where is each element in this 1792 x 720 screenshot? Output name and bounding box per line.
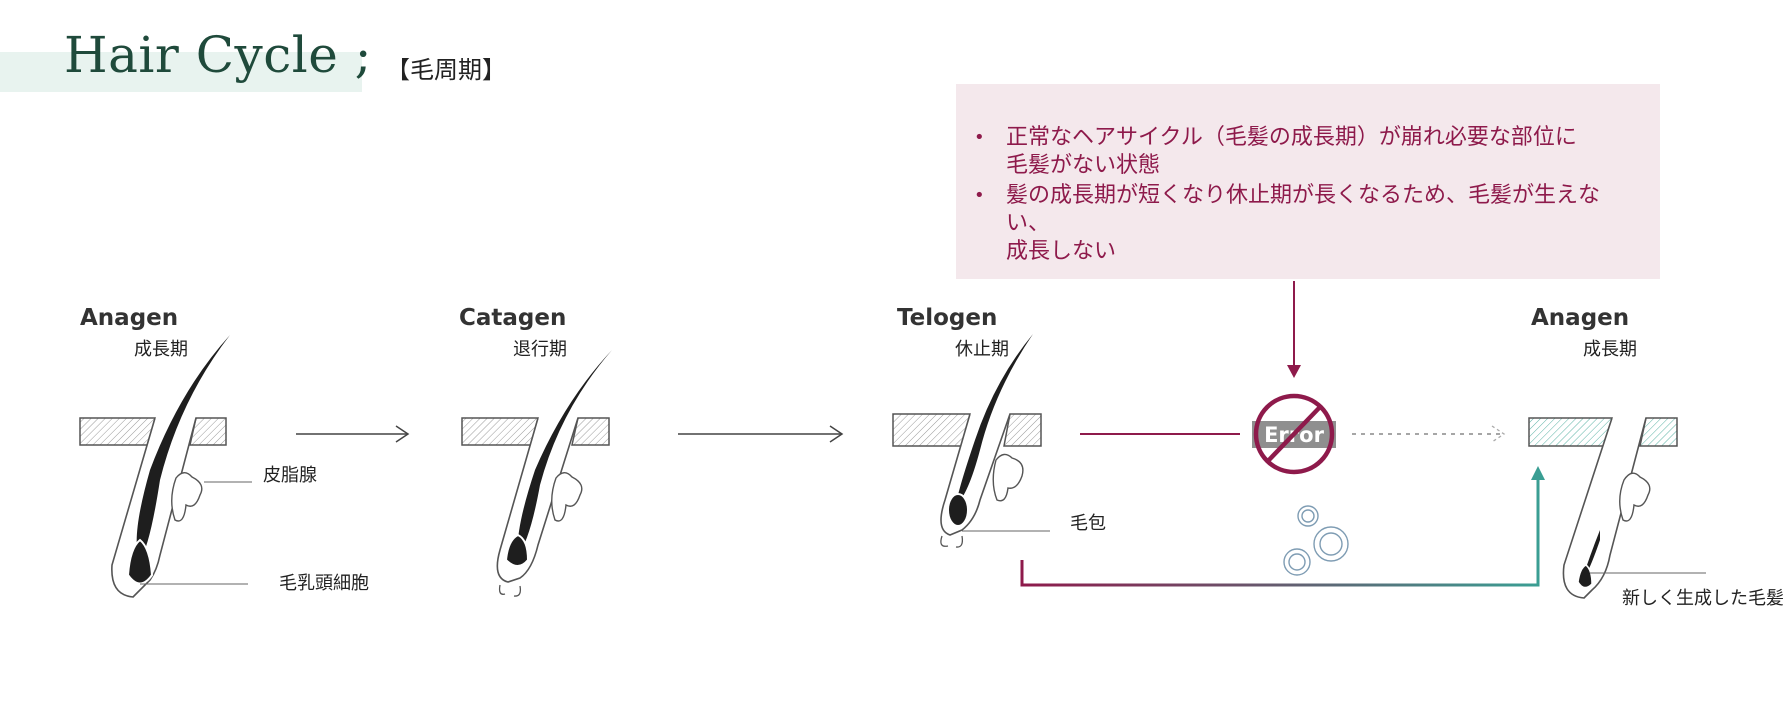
follicle-anagen-1: [79, 335, 252, 598]
error-connector: [1080, 281, 1506, 443]
note-bullet-1: 正常なヘアサイクル（毛髪の成長期）が崩れ必要な部位に 毛髪がない状態: [974, 124, 1640, 180]
papilla-3: [940, 535, 964, 548]
arrow-1-to-2: [296, 425, 410, 443]
bubbles-icon: [1283, 505, 1349, 576]
note-box: 正常なヘアサイクル（毛髪の成長期）が崩れ必要な部位に 毛髪がない状態 髪の成長期…: [956, 84, 1660, 279]
hair-shaft-1: [136, 335, 230, 560]
hair-bulb-2: [504, 533, 530, 567]
skin-left-4: [1528, 417, 1613, 447]
sebaceous-gland-3: [992, 453, 1024, 502]
page-subtitle: 【毛周期】: [386, 56, 506, 84]
skin-left-1: [79, 417, 156, 446]
skin-left-3: [892, 413, 971, 447]
callout-new-hair: 新しく生成した毛髪: [1622, 588, 1784, 609]
skin-right-4: [1639, 417, 1678, 447]
arrow-2-to-3: [678, 425, 844, 443]
stage-4-name: Anagen: [1531, 305, 1630, 331]
error-badge: Error: [1252, 393, 1336, 475]
note-line-1a: 正常なヘアサイクル（毛髪の成長期）が崩れ必要な部位に: [1006, 125, 1577, 150]
note-bullet-2: 髪の成長期が短くなり休止期が長くなるため、毛髪が生えない、 成長しない: [974, 182, 1640, 266]
note-line-1b: 毛髪がない状態: [1006, 153, 1161, 178]
note-line-2a: 髪の成長期が短くなり休止期が長くなるため、毛髪が生えない、: [1006, 183, 1601, 236]
stage-1-name: Anagen: [80, 305, 179, 331]
hair-club-3: [947, 493, 969, 527]
callout-sebaceous-gland: 皮脂腺: [263, 465, 317, 486]
stage-1-jp: 成長期: [134, 339, 188, 360]
follicle-anagen-2: [1528, 417, 1706, 599]
stage-3-name: Telogen: [897, 305, 998, 331]
follicle-outline-4: [1562, 417, 1647, 599]
skin-left-2: [461, 417, 539, 446]
page-title: Hair Cycle ;: [64, 26, 373, 84]
follicle-catagen: [461, 350, 612, 597]
skin-right-2: [571, 417, 610, 446]
sebaceous-gland-4: [1619, 472, 1651, 522]
hair-shaft-3: [956, 334, 1033, 505]
stage-2-name: Catagen: [459, 305, 567, 331]
title-band: [0, 52, 362, 92]
sebaceous-gland-1: [171, 472, 203, 522]
hair-shaft-2: [517, 350, 612, 555]
note-line-2b: 成長しない: [1006, 239, 1117, 264]
callout-follicle: 毛包: [1070, 513, 1106, 534]
return-path: [1020, 466, 1545, 587]
skin-right-3: [1003, 413, 1042, 447]
stage-4-jp: 成長期: [1583, 339, 1637, 360]
prohibit-icon: [1253, 393, 1335, 475]
stage-3-jp: 休止期: [955, 339, 1009, 360]
new-hair-bulb: [1577, 564, 1593, 589]
follicle-telogen: [892, 334, 1050, 548]
sebaceous-gland-2: [551, 472, 583, 522]
papilla-2: [498, 584, 522, 597]
stage-2-jp: 退行期: [513, 339, 567, 360]
callout-dermal-papilla: 毛乳頭細胞: [279, 573, 369, 594]
